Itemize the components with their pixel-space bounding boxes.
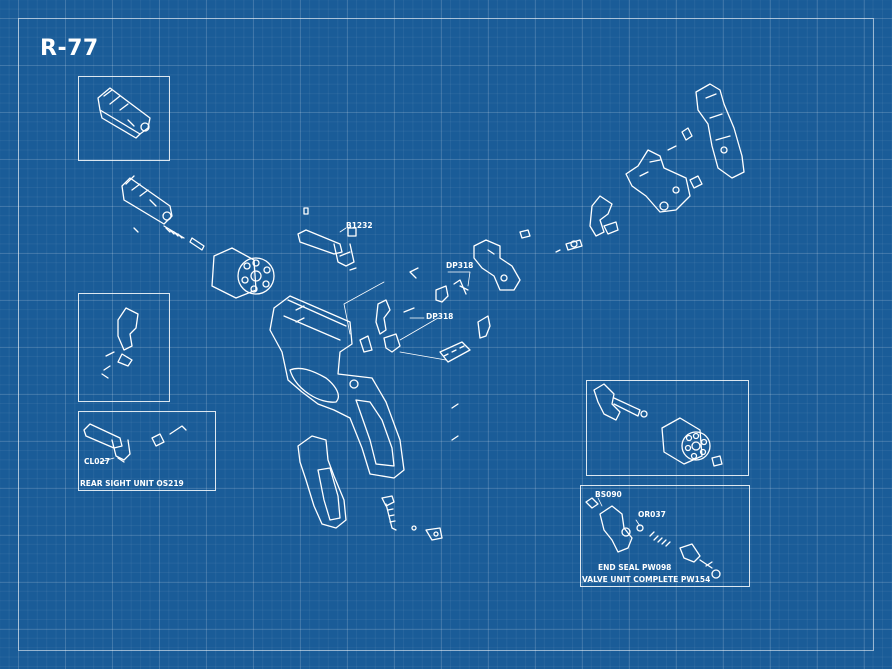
inset-leader-lines	[100, 458, 640, 526]
cocking-lever-part	[590, 196, 618, 236]
valve-unit-label: VALVE UNIT COMPLETE PW154	[582, 575, 711, 584]
callout-or037: OR037	[638, 510, 666, 519]
side-plate-part	[626, 150, 690, 212]
inset-box-rear-sight	[78, 411, 216, 491]
model-title: R-77	[40, 36, 99, 61]
inset-box-cylinder	[586, 380, 749, 476]
rear-sight-part	[298, 208, 356, 270]
hammer-inset-part	[102, 308, 138, 378]
callout-b1232: B1232	[346, 221, 373, 230]
rear-sight-unit-label: REAR SIGHT UNIT OS219	[80, 479, 184, 488]
callout-dp318-upper: DP318	[446, 261, 474, 270]
hammer-part	[474, 240, 520, 290]
valve-inset-part	[586, 498, 720, 578]
end-seal-label: END SEAL PW098	[598, 563, 672, 572]
cylinder-part	[212, 248, 274, 298]
callout-dp318-lower: DP318	[426, 312, 454, 321]
rear-sight-inset-part	[84, 424, 186, 462]
inset-box-barrel	[78, 76, 170, 161]
sheet-border	[18, 18, 874, 651]
grip-screw-part	[382, 496, 396, 530]
valve-screw-part	[520, 230, 530, 238]
callout-bs090: BS090	[595, 490, 622, 499]
right-grip-part	[696, 84, 744, 178]
trigger-group-part	[360, 268, 490, 362]
inset-box-valve	[580, 485, 750, 587]
small-screw-2	[452, 404, 458, 440]
spring-part	[164, 226, 184, 238]
inset-box-hammer	[78, 293, 170, 402]
barrel-part	[122, 176, 172, 224]
pin-part	[190, 238, 204, 250]
revolver-frame-part	[270, 296, 404, 478]
grip-nut-part	[412, 526, 442, 540]
callout-cl027: CL027	[84, 457, 110, 466]
barrel-inset-part	[98, 88, 150, 138]
cylinder-inset-part	[594, 384, 722, 466]
rear-screw-part	[668, 128, 702, 188]
small-screw-1	[134, 228, 138, 232]
leader-lines	[340, 228, 470, 360]
grip-panel-part	[298, 436, 346, 528]
hammer-strut-part	[556, 240, 582, 252]
